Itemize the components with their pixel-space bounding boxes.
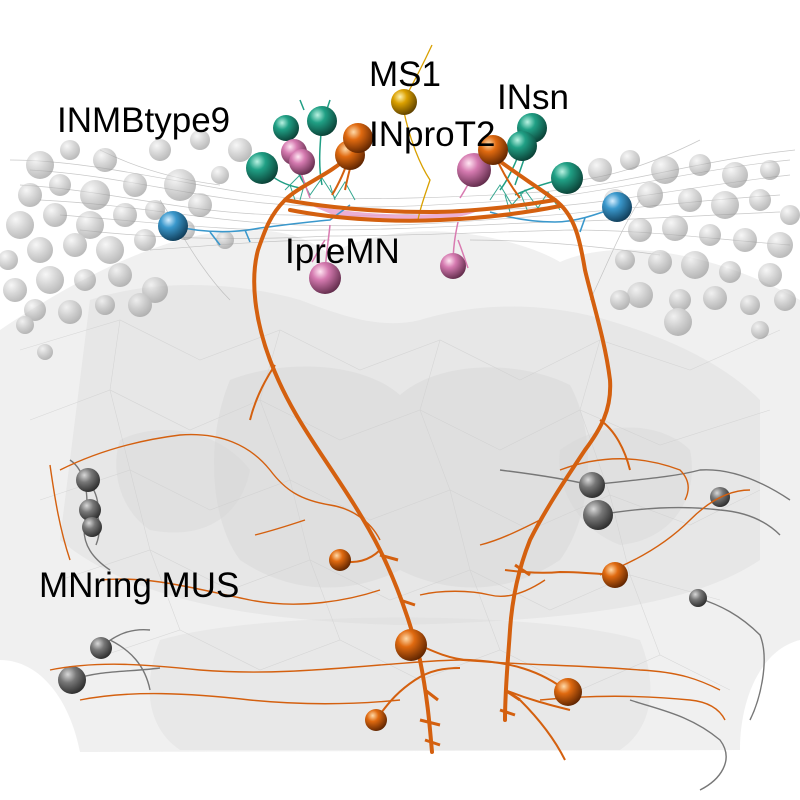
label-ipremn: IpreMN xyxy=(285,232,400,271)
gold-ms1-neuron xyxy=(391,44,433,221)
grey-motor-neurons xyxy=(58,459,791,791)
grey-soma-cluster-right xyxy=(588,150,800,339)
label-mnring: MNring MUS xyxy=(39,566,239,605)
blue-neurons xyxy=(158,192,632,246)
label-insn: INsn xyxy=(497,78,569,117)
cell-type-labels: MS1 INsn INMBtype9 INproT2 IpreMN MNring… xyxy=(39,55,569,605)
grey-soma-cluster-left xyxy=(0,130,252,360)
label-inmbtype9: INMBtype9 xyxy=(57,101,230,140)
orange-neurons xyxy=(49,123,751,761)
label-ms1: MS1 xyxy=(369,55,441,94)
teal-neurons xyxy=(246,99,583,213)
label-inprot2: INproT2 xyxy=(369,115,495,154)
tissue-volume xyxy=(0,230,800,753)
